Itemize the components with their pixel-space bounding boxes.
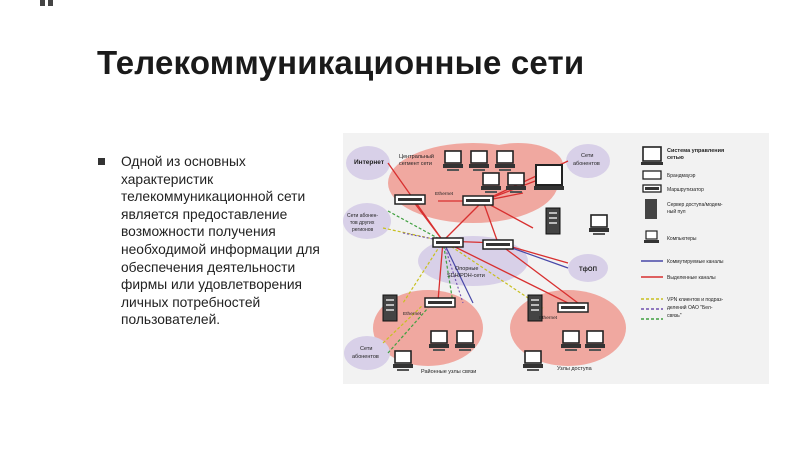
ethernet-label: Ethernet [435,191,454,197]
legend-title: Система управления [667,148,724,154]
caption-regional-nodes: Районные узлы связи [421,368,476,375]
cloud-label-other-regions: регионов [352,227,374,233]
cloud-internet [346,146,390,180]
cloud-label-central: Центральный [399,153,434,160]
cloud-label-subscribers-bottom: Сети [360,346,372,352]
bullet-square-icon [98,158,105,165]
cloud-other-regions [343,203,391,239]
vpn-lines-yellow [382,227,544,344]
legend-title: сетью [667,155,684,161]
legend-item-vpn: делений ОАО "Бел- [667,304,713,311]
legend: Система управления сетью Брандмауэр Марш… [641,146,724,320]
cloud-label-subscribers-bottom: абонентов [352,354,379,360]
legend-item-dedicated: Выделенные каналы [667,275,716,281]
cloud-subscribers-bottom [344,336,390,370]
cloud-label-other-regions: Сети абонен- [347,213,378,219]
ethernet-label: Ethernet [539,315,558,321]
legend-item-access-server: Сервер доступа/модем- [667,202,723,208]
top-decoration-bar [40,0,45,6]
legend-item-firewall: Брандмауэр [667,173,696,179]
cloud-label-subscribers-top: абонентов [573,161,600,167]
cloud-label-tfop: ТфОП [579,266,597,273]
slide-title: Телекоммуникационные сети [97,44,585,81]
caption-access-nodes: Узлы доступа [557,366,593,372]
legend-item-vpn: VPN клиентов и подраз- [667,297,724,303]
bullet-item: Одной из основных характеристик телекомм… [98,153,328,329]
vpn-lines-green [387,210,454,354]
ethernet-label: Ethernet [403,311,422,317]
top-decoration-bar [48,0,53,6]
cloud-label-subscribers-top: Сети [581,153,593,159]
cloud-tfop [568,254,608,282]
legend-item-vpn: связь" [667,313,682,319]
legend-item-router: Маршрутизатор [667,187,704,193]
device-icons [382,150,610,372]
bullet-text: Одной из основных характеристик телекомм… [121,154,320,328]
cloud-subscribers-top [566,144,610,178]
cloud-label-central: сегмент сети [399,161,432,167]
cloud-label-other-regions: тов других [350,220,375,226]
legend-item-computers: Компьютеры [667,236,697,242]
cloud-label-internet: Интернет [354,159,384,166]
cloud-label-backbone: SDH/PDH-сети [447,273,485,279]
legend-item-switched: Коммутируемые каналы [667,259,724,265]
cloud-label-backbone: Опорные [455,266,478,272]
network-diagram-image: Интернет Центральный сегмент сети Сети а… [343,133,769,384]
legend-item-access-server: ный пул [667,208,686,215]
